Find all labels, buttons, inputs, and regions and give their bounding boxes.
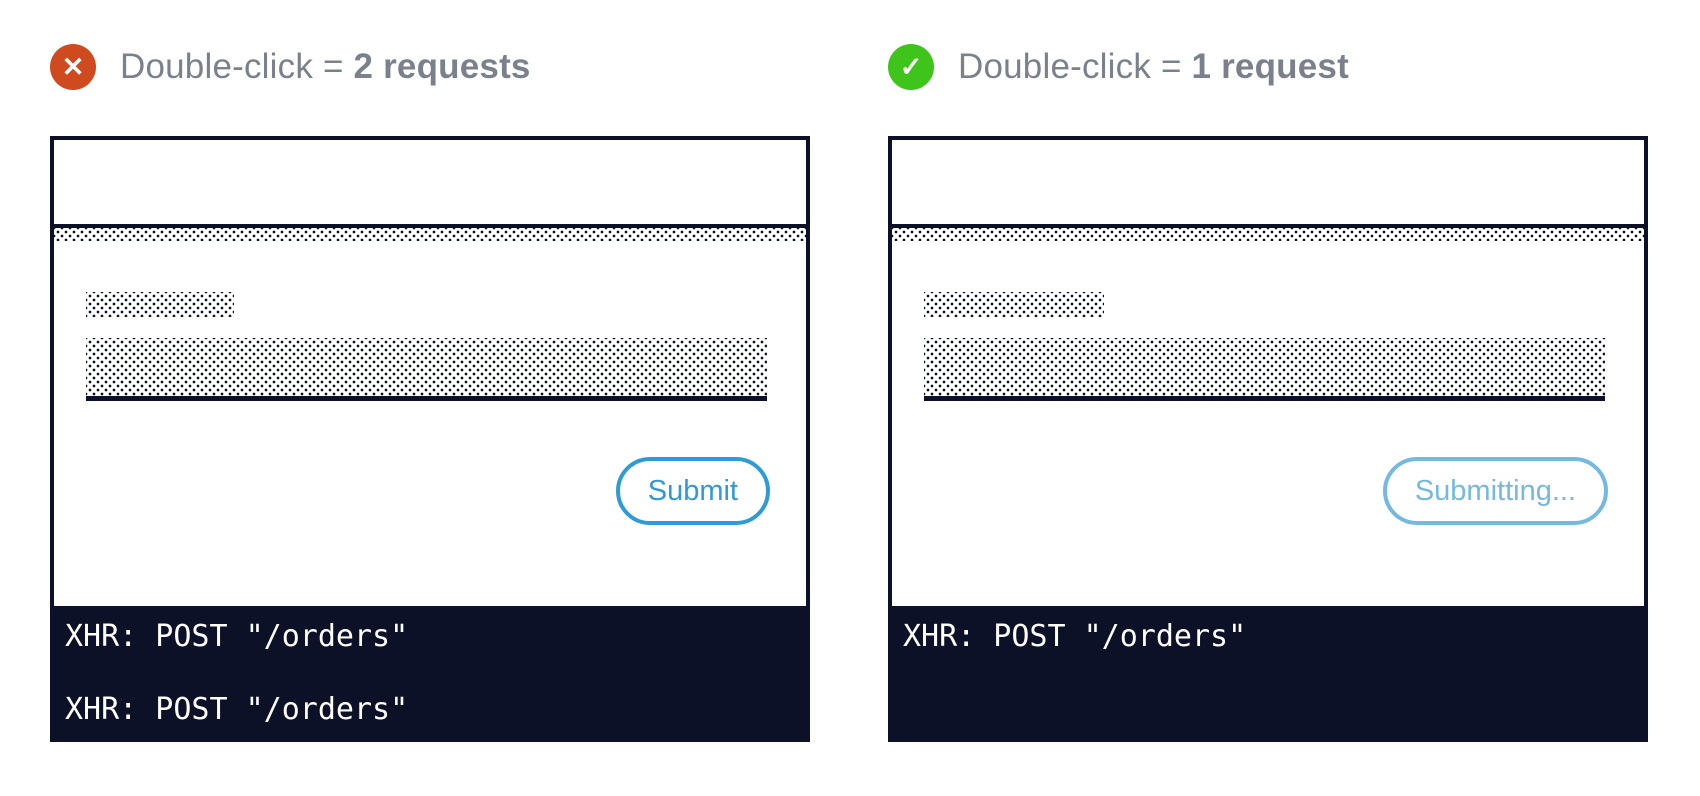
bad-example-title: Double-click = 2 requests [120,47,531,87]
network-console: XHR: POST "/orders" XHR: POST "/orders" [54,606,806,738]
network-console: XHR: POST "/orders" [892,606,1644,738]
bad-example-panel: ✕ Double-click = 2 requests Submit XHR: … [50,44,810,742]
x-circle-icon: ✕ [50,44,96,90]
submitting-button-disabled[interactable]: Submitting... [1382,457,1608,525]
browser-mockup: Submitting... XHR: POST "/orders" [888,136,1648,742]
form-label-placeholder [924,292,1104,317]
form-input-placeholder[interactable] [924,338,1605,401]
check-circle-icon: ✓ [888,44,934,90]
browser-mockup: Submit XHR: POST "/orders" XHR: POST "/o… [50,136,810,742]
good-example-title: Double-click = 1 request [958,47,1349,87]
submit-button[interactable]: Submit [615,457,770,525]
title-text: Double-click = [120,47,354,86]
form-area: Submitting... [892,241,1644,606]
title-text: Double-click = [958,47,1192,86]
title-emphasis: 2 requests [353,47,531,86]
good-example-panel: ✓ Double-click = 1 request Submitting...… [888,44,1648,742]
page-header-placeholder [54,228,806,241]
page-header-placeholder [892,228,1644,241]
browser-chrome-bar [892,140,1644,228]
title-emphasis: 1 request [1191,47,1349,86]
form-input-placeholder[interactable] [86,338,767,401]
good-example-header: ✓ Double-click = 1 request [888,44,1648,90]
bad-example-header: ✕ Double-click = 2 requests [50,44,810,90]
browser-chrome-bar [54,140,806,228]
form-label-placeholder [86,292,234,317]
xhr-log-line: XHR: POST "/orders" [65,692,409,727]
form-area: Submit [54,241,806,606]
xhr-log-line: XHR: POST "/orders" [903,619,1247,654]
xhr-log-line: XHR: POST "/orders" [65,619,409,654]
